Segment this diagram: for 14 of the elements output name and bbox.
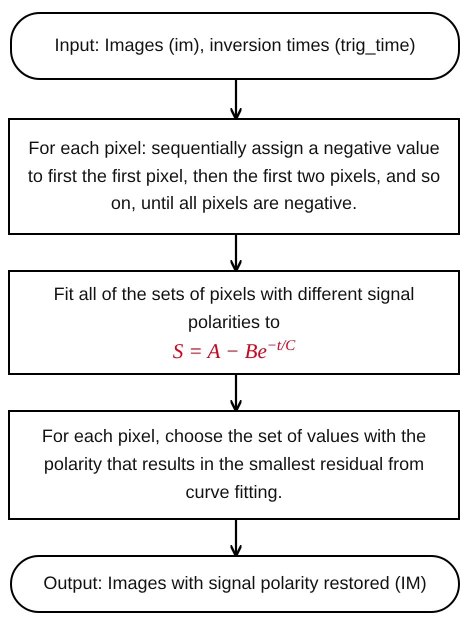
arrow — [229, 80, 243, 120]
node-text: For each pixel, choose the set of values with the polarity that results in the smallest residual from curve fitting. — [40, 425, 428, 504]
process-box — [8, 410, 460, 520]
node-text: Input: Images (im), inversion times (trig_time) — [54, 34, 416, 58]
node-text: For each pixel: sequentially assign a negative value to first the first pixel, then the first two pixels, and so on, until all pixels are negative. — [26, 136, 442, 216]
node-text: Fit all of the sets of pixels with different signal polarities to — [52, 283, 416, 334]
arrow — [229, 375, 243, 412]
arrow — [229, 235, 243, 272]
process-box — [8, 270, 460, 375]
formula: S = A − Be$^{−t/C}$ — [172, 336, 296, 364]
process-box — [8, 118, 460, 235]
arrow — [229, 520, 243, 558]
terminal-box — [10, 12, 460, 80]
node-text: Output: Images with signal polarity restored (IM) — [43, 572, 427, 596]
